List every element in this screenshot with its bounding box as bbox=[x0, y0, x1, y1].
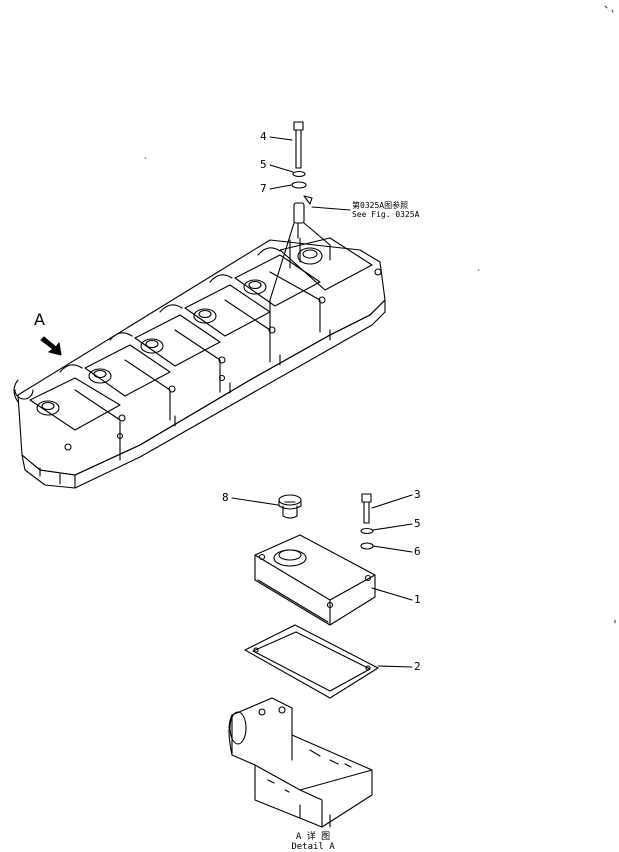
callout-6: 6 bbox=[414, 545, 421, 558]
leader-8 bbox=[231, 497, 279, 506]
callout-7: 7 bbox=[260, 182, 267, 195]
view-arrow-label: A bbox=[34, 310, 45, 329]
upper-fastener-stack bbox=[269, 121, 331, 331]
callout-5-lower: 5 bbox=[414, 517, 421, 530]
cylinder-head-assembly bbox=[13, 237, 386, 489]
callout-8: 8 bbox=[222, 491, 229, 504]
detail-caption-cn: A 详 图 bbox=[295, 832, 331, 842]
leader-1 bbox=[371, 587, 413, 601]
callout-2: 2 bbox=[414, 660, 421, 673]
view-arrow bbox=[40, 336, 62, 356]
gasket-2 bbox=[244, 624, 379, 699]
cover-1 bbox=[254, 534, 376, 626]
callout-3: 3 bbox=[414, 488, 421, 501]
callout-4: 4 bbox=[260, 130, 267, 143]
head-section bbox=[228, 697, 373, 828]
leader-6 bbox=[372, 545, 413, 553]
leader-5 bbox=[372, 523, 413, 531]
reference-en: See Fig. 0325A bbox=[352, 210, 420, 219]
detail-caption-en: Detail A bbox=[291, 842, 335, 852]
callout-1: 1 bbox=[414, 593, 421, 606]
callout-5-upper: 5 bbox=[260, 158, 267, 171]
reference-cn: 第0325A图参照 bbox=[352, 201, 409, 210]
leader-3 bbox=[371, 494, 413, 509]
leader-2 bbox=[377, 665, 413, 668]
oil-filler-cap bbox=[278, 494, 302, 519]
upper-leaders bbox=[269, 136, 351, 211]
bolt-3-stack bbox=[360, 493, 374, 550]
